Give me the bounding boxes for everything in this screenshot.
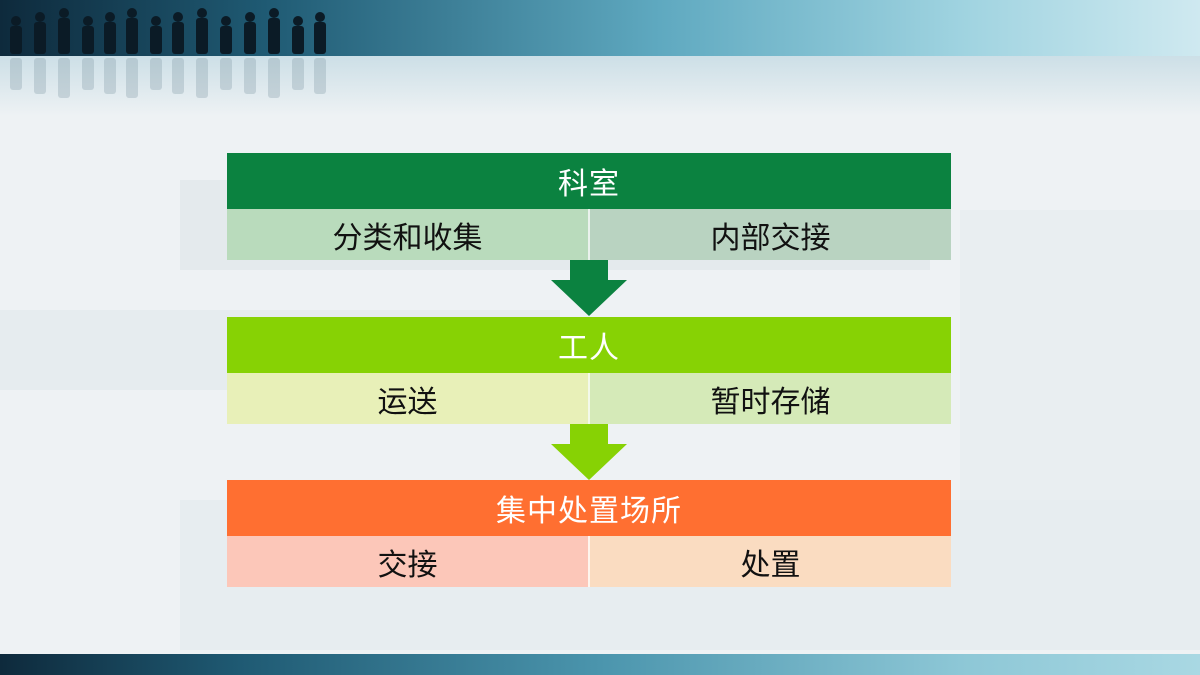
person-silhouette: [34, 12, 46, 94]
flow-arrow-down-icon: [551, 424, 627, 480]
person-silhouette: [220, 16, 232, 90]
stage-disposal-site-item-disposal: 处置: [588, 536, 951, 587]
stage-department-items: 分类和收集 内部交接: [227, 209, 951, 260]
stage-disposal-site: 集中处置场所 交接 处置: [227, 480, 951, 587]
person-silhouette: [196, 8, 208, 98]
person-silhouette: [314, 12, 326, 94]
person-silhouette: [126, 8, 138, 98]
person-silhouette: [244, 12, 256, 94]
stage-department: 科室 分类和收集 内部交接: [227, 153, 951, 260]
people-silhouettes-icon: [10, 8, 326, 98]
flow-arrow-down-icon: [551, 260, 627, 316]
stage-department-item-classify-collect: 分类和收集: [227, 209, 588, 260]
stage-worker: 工人 运送 暂时存储: [227, 317, 951, 424]
bottom-banner: [0, 654, 1200, 675]
stage-worker-items: 运送 暂时存储: [227, 373, 951, 424]
stage-disposal-site-item-handover: 交接: [227, 536, 588, 587]
person-silhouette: [10, 16, 22, 90]
stage-disposal-site-items: 交接 处置: [227, 536, 951, 587]
person-silhouette: [150, 16, 162, 90]
person-silhouette: [292, 16, 304, 90]
person-silhouette: [268, 8, 280, 98]
stage-worker-item-temporary-storage: 暂时存储: [588, 373, 951, 424]
stage-worker-item-transport: 运送: [227, 373, 588, 424]
person-silhouette: [58, 8, 70, 98]
person-silhouette: [172, 12, 184, 94]
stage-department-item-internal-handover: 内部交接: [588, 209, 951, 260]
person-silhouette: [104, 12, 116, 94]
stage-department-title: 科室: [227, 153, 951, 209]
person-silhouette: [82, 16, 94, 90]
top-banner-reflection: [0, 56, 1200, 116]
stage-disposal-site-title: 集中处置场所: [227, 480, 951, 536]
stage-worker-title: 工人: [227, 317, 951, 373]
